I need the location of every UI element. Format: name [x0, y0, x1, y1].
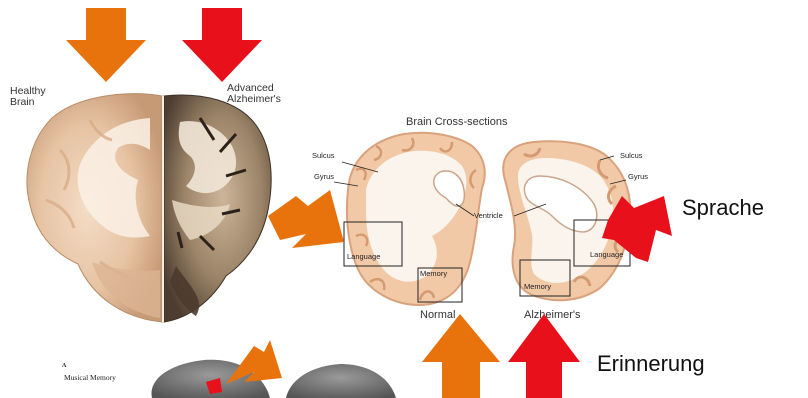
language-label-normal: Language	[347, 252, 380, 261]
sulcus-label-normal: Sulcus	[312, 151, 335, 160]
gyrus-label-alz: Gyrus	[628, 172, 648, 181]
erinnerung-annotation: Erinnerung	[597, 352, 705, 375]
sulcus-label-alz: Sulcus	[620, 151, 643, 160]
inset-title: Musical Memory	[64, 374, 116, 382]
orange-arrow-memory	[422, 314, 500, 398]
cross-section-title: Brain Cross-sections	[406, 117, 507, 129]
red-arrow-erinnerung	[508, 314, 580, 398]
gyrus-label-normal: Gyrus	[314, 172, 334, 181]
orange-arrow-language	[268, 190, 344, 248]
sprache-annotation: Sprache	[682, 196, 764, 219]
healthy-brain-label: Healthy Brain	[10, 86, 46, 108]
language-label-alz: Language	[590, 250, 623, 259]
alzheimer-brain-label: Advanced Alzheimer's	[227, 83, 281, 105]
normal-label: Normal	[420, 310, 455, 322]
memory-label-alz: Memory	[524, 282, 551, 291]
memory-label-normal: Memory	[420, 269, 447, 278]
orange-arrow-inset	[226, 340, 282, 384]
ventricle-label: Ventricle	[474, 211, 503, 220]
red-arrow-top	[182, 8, 262, 82]
orange-arrow-top	[66, 8, 146, 82]
brain-photo	[27, 94, 271, 322]
inset-panel-letter: A	[62, 363, 66, 369]
alzheimer-label: Alzheimer's	[524, 310, 581, 322]
